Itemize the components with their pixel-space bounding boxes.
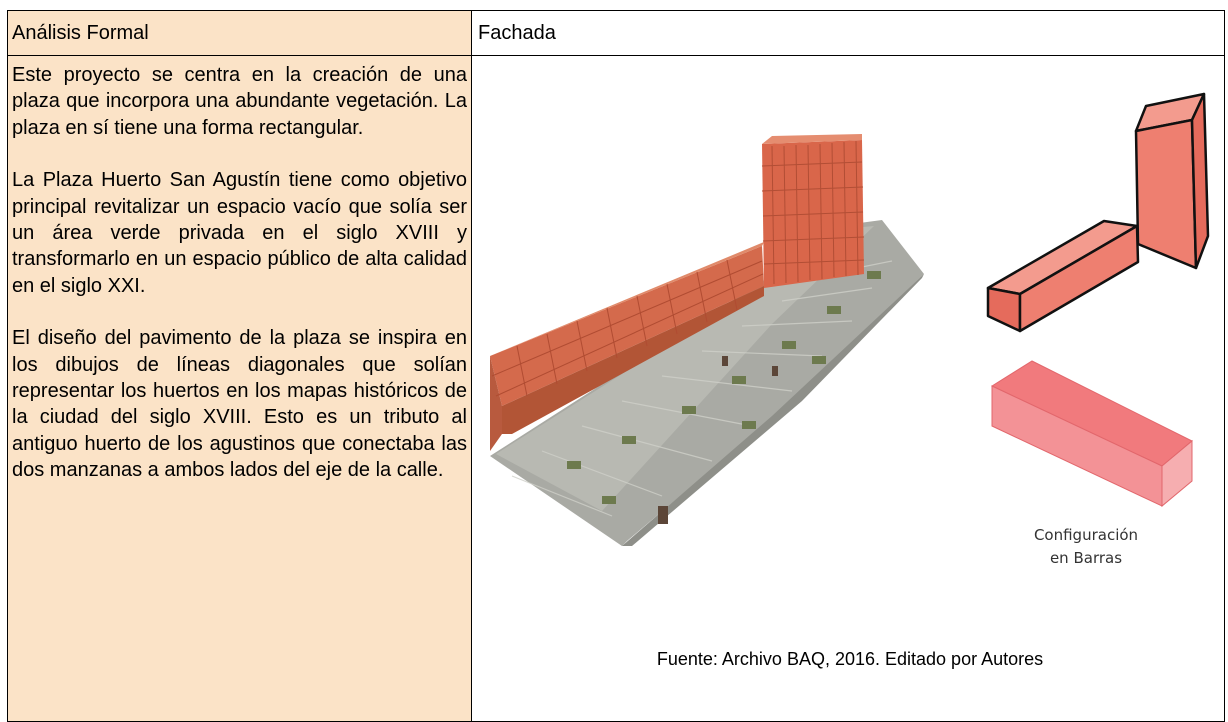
figure-caption: Fuente: Archivo BAQ, 2016. Editado por A… [656,649,1044,669]
facade-figure-cell: Configuración en Barras Fuente: Archivo … [471,55,1225,722]
config-label-line2: en Barras [1050,549,1122,567]
paragraph-1: Este proyecto se centra en la creación d… [12,64,467,139]
building-tower [761,134,865,288]
bar-configuration-volume [990,360,1193,508]
plaza-render [490,220,924,546]
header-analisis-formal: Análisis Formal [7,10,472,56]
paragraph-3: El diseño del pavimento de la plaza se i… [12,327,467,482]
building-wing [490,242,764,451]
analysis-table: Análisis Formal Fachada Este proyecto se… [7,10,1225,722]
config-label-line1: Configuración [1034,526,1138,544]
header-fachada: Fachada [471,10,1225,56]
axonometric-volume [986,92,1210,333]
facade-figure: Configuración en Barras [490,92,1210,567]
analysis-text-cell: Este proyecto se centra en la creación d… [7,55,472,722]
paragraph-2: La Plaza Huerto San Agustín tiene como o… [12,169,467,297]
